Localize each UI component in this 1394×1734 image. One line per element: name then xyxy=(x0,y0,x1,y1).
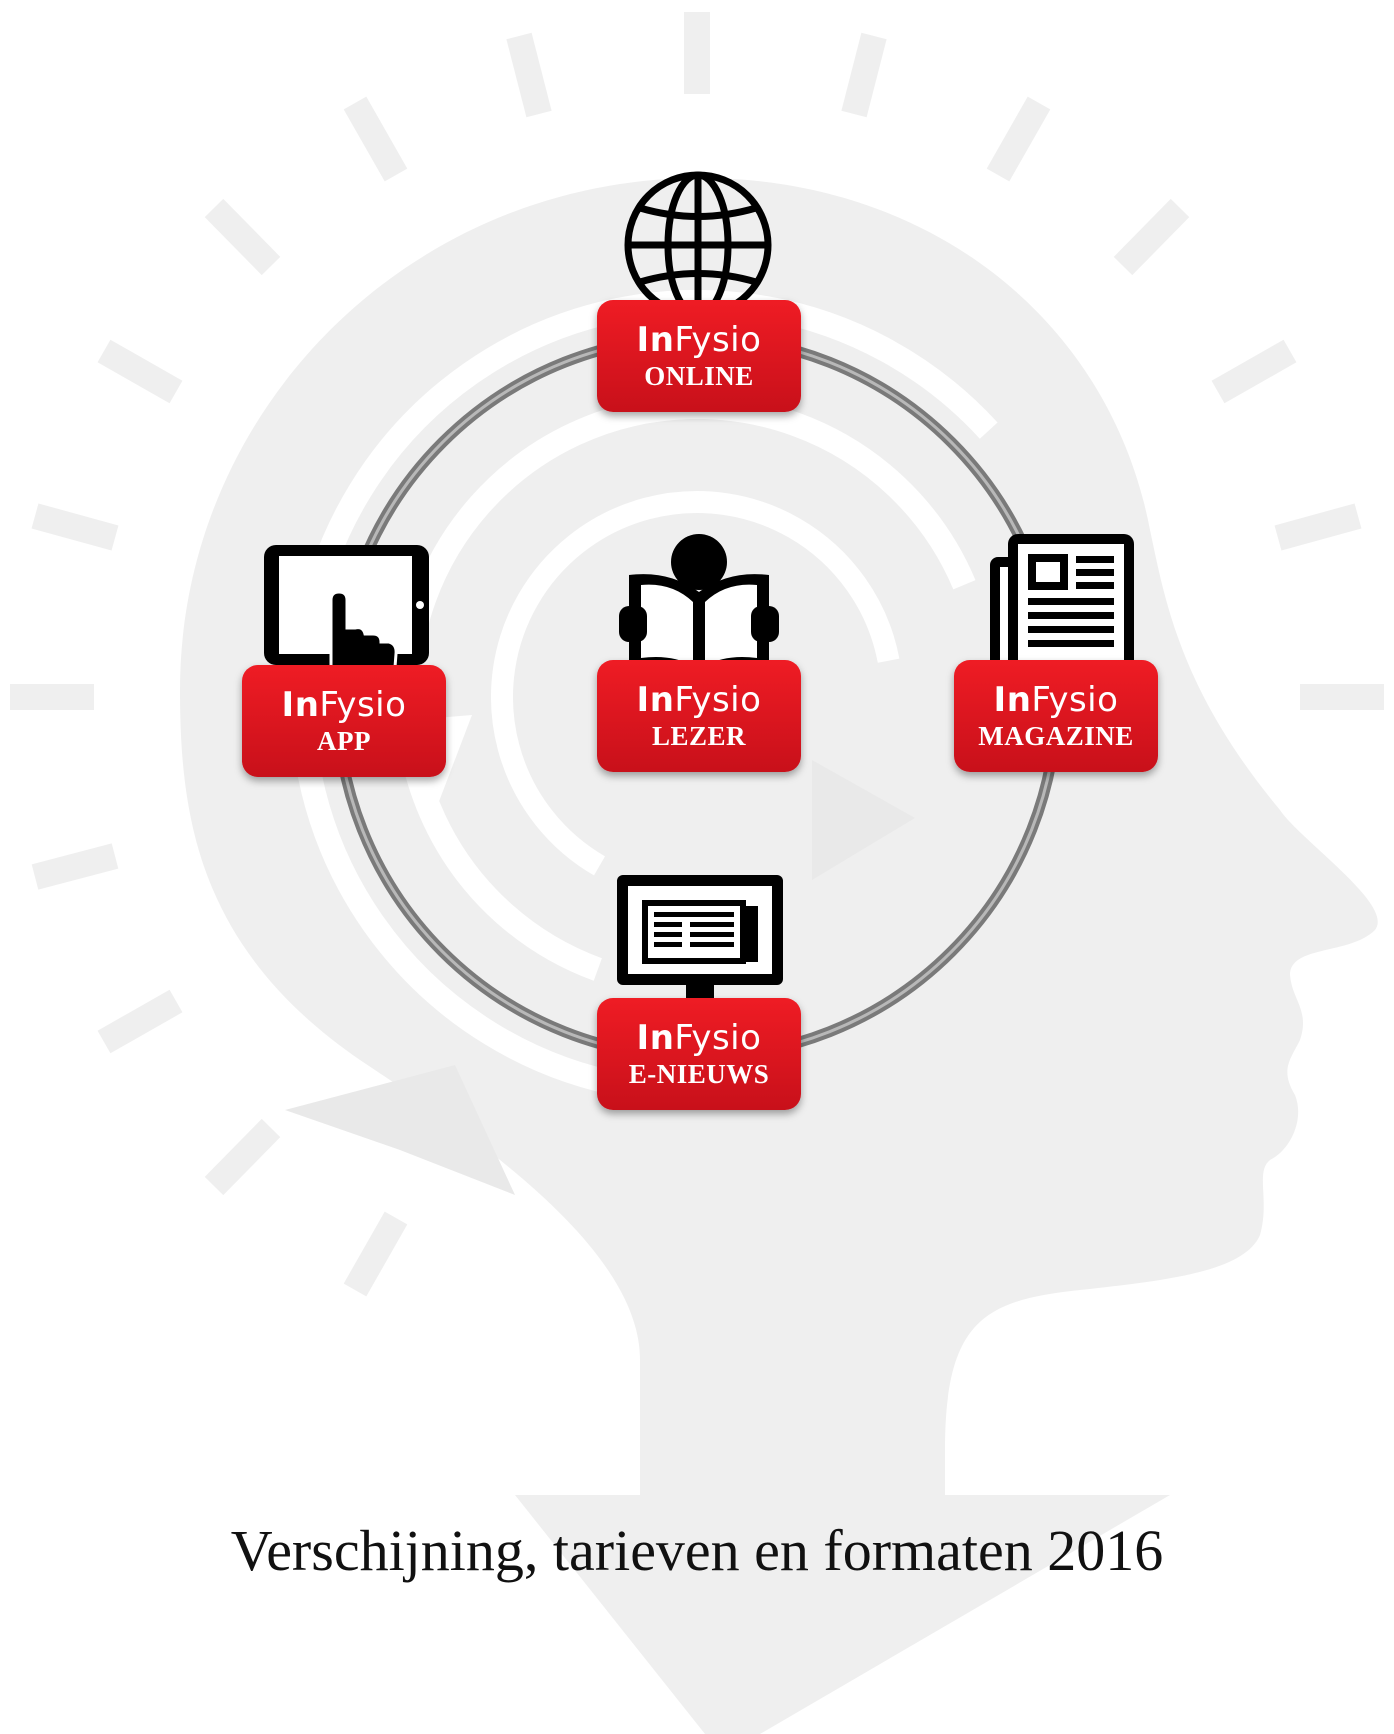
globe-icon xyxy=(624,171,772,319)
badge-label-app: APP xyxy=(317,726,371,756)
background-arrow-left xyxy=(285,1065,515,1195)
monitor-icon xyxy=(617,875,783,999)
badge-magazine[interactable]: InFysio MAGAZINE xyxy=(954,660,1158,772)
newspaper-icon xyxy=(990,534,1134,679)
tablet-touch-icon xyxy=(264,545,429,682)
badge-enieuws[interactable]: InFysio E-NIEUWS xyxy=(597,998,801,1110)
light-rays xyxy=(10,12,1384,1297)
badge-label-lezer: LEZER xyxy=(651,721,747,751)
brand-logo: InFysio xyxy=(636,320,762,360)
brand-logo: InFysio xyxy=(636,1018,762,1058)
badge-lezer[interactable]: InFysio LEZER xyxy=(597,660,801,772)
brand-logo: InFysio xyxy=(636,680,762,720)
badge-label-online: ONLINE xyxy=(644,361,754,391)
badge-app[interactable]: InFysio APP xyxy=(242,665,446,777)
brand-logo: InFysio xyxy=(281,685,407,725)
badge-online[interactable]: InFysio ONLINE xyxy=(597,300,801,412)
background-arrow-right xyxy=(812,760,915,880)
page-title: Verschijning, tarieven en formaten 2016 xyxy=(230,1518,1164,1583)
badge-label-enieuws: E-NIEUWS xyxy=(628,1059,770,1089)
brand-logo: InFysio xyxy=(993,680,1119,720)
badge-label-magazine: MAGAZINE xyxy=(978,721,1134,751)
reader-icon xyxy=(619,534,779,680)
